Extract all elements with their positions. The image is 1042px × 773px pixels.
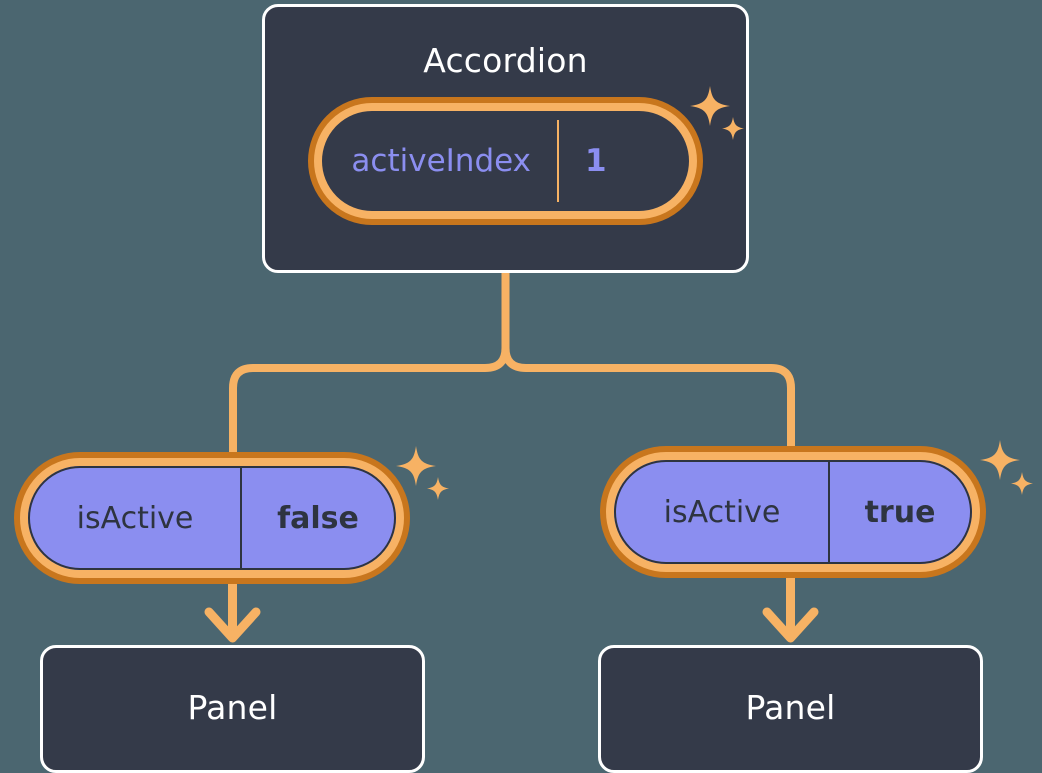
sparkle-four-point-small-icon (1011, 472, 1033, 495)
component-title-panel-right: Panel (745, 688, 836, 727)
sparkle-four-point-icon (980, 440, 1020, 480)
state-pill-activeindex[interactable]: activeIndex 1 (308, 97, 703, 225)
connector-branch-right (501, 344, 795, 459)
state-key-label: activeIndex (351, 143, 531, 179)
sparkle-four-point-small-icon (427, 477, 449, 500)
component-box-panel-right[interactable]: Panel (598, 645, 983, 773)
state-pill-inner: activeIndex 1 (314, 103, 697, 219)
state-pill-divider (828, 462, 830, 562)
arrow-down-icon-right (762, 576, 819, 643)
state-pill-divider (557, 120, 559, 202)
state-value-label: 1 (585, 143, 607, 179)
sparkle-four-point-icon (396, 446, 436, 486)
state-pill-isactive-true[interactable]: isActive true (600, 446, 986, 578)
state-value-label: false (277, 500, 359, 536)
connector-branch-left (229, 344, 510, 464)
arrow-down-icon-left (204, 582, 261, 643)
state-value-label: true (864, 494, 936, 530)
sparkle-group-isactive-true (978, 434, 1040, 500)
state-pill-body: isActive true (614, 460, 972, 564)
state-pill-outer-ring (600, 446, 986, 578)
state-pill-outer-ring (14, 452, 410, 584)
state-pill-body: isActive false (28, 466, 396, 570)
component-title-accordion: Accordion (423, 41, 588, 80)
component-title-panel-left: Panel (187, 688, 278, 727)
state-pill-outer-ring (308, 97, 703, 225)
state-key-label: isActive (76, 500, 194, 536)
component-box-panel-left[interactable]: Panel (40, 645, 425, 773)
state-pill-isactive-false[interactable]: isActive false (14, 452, 410, 584)
state-key-label: isActive (663, 494, 781, 530)
state-pill-divider (240, 468, 242, 568)
